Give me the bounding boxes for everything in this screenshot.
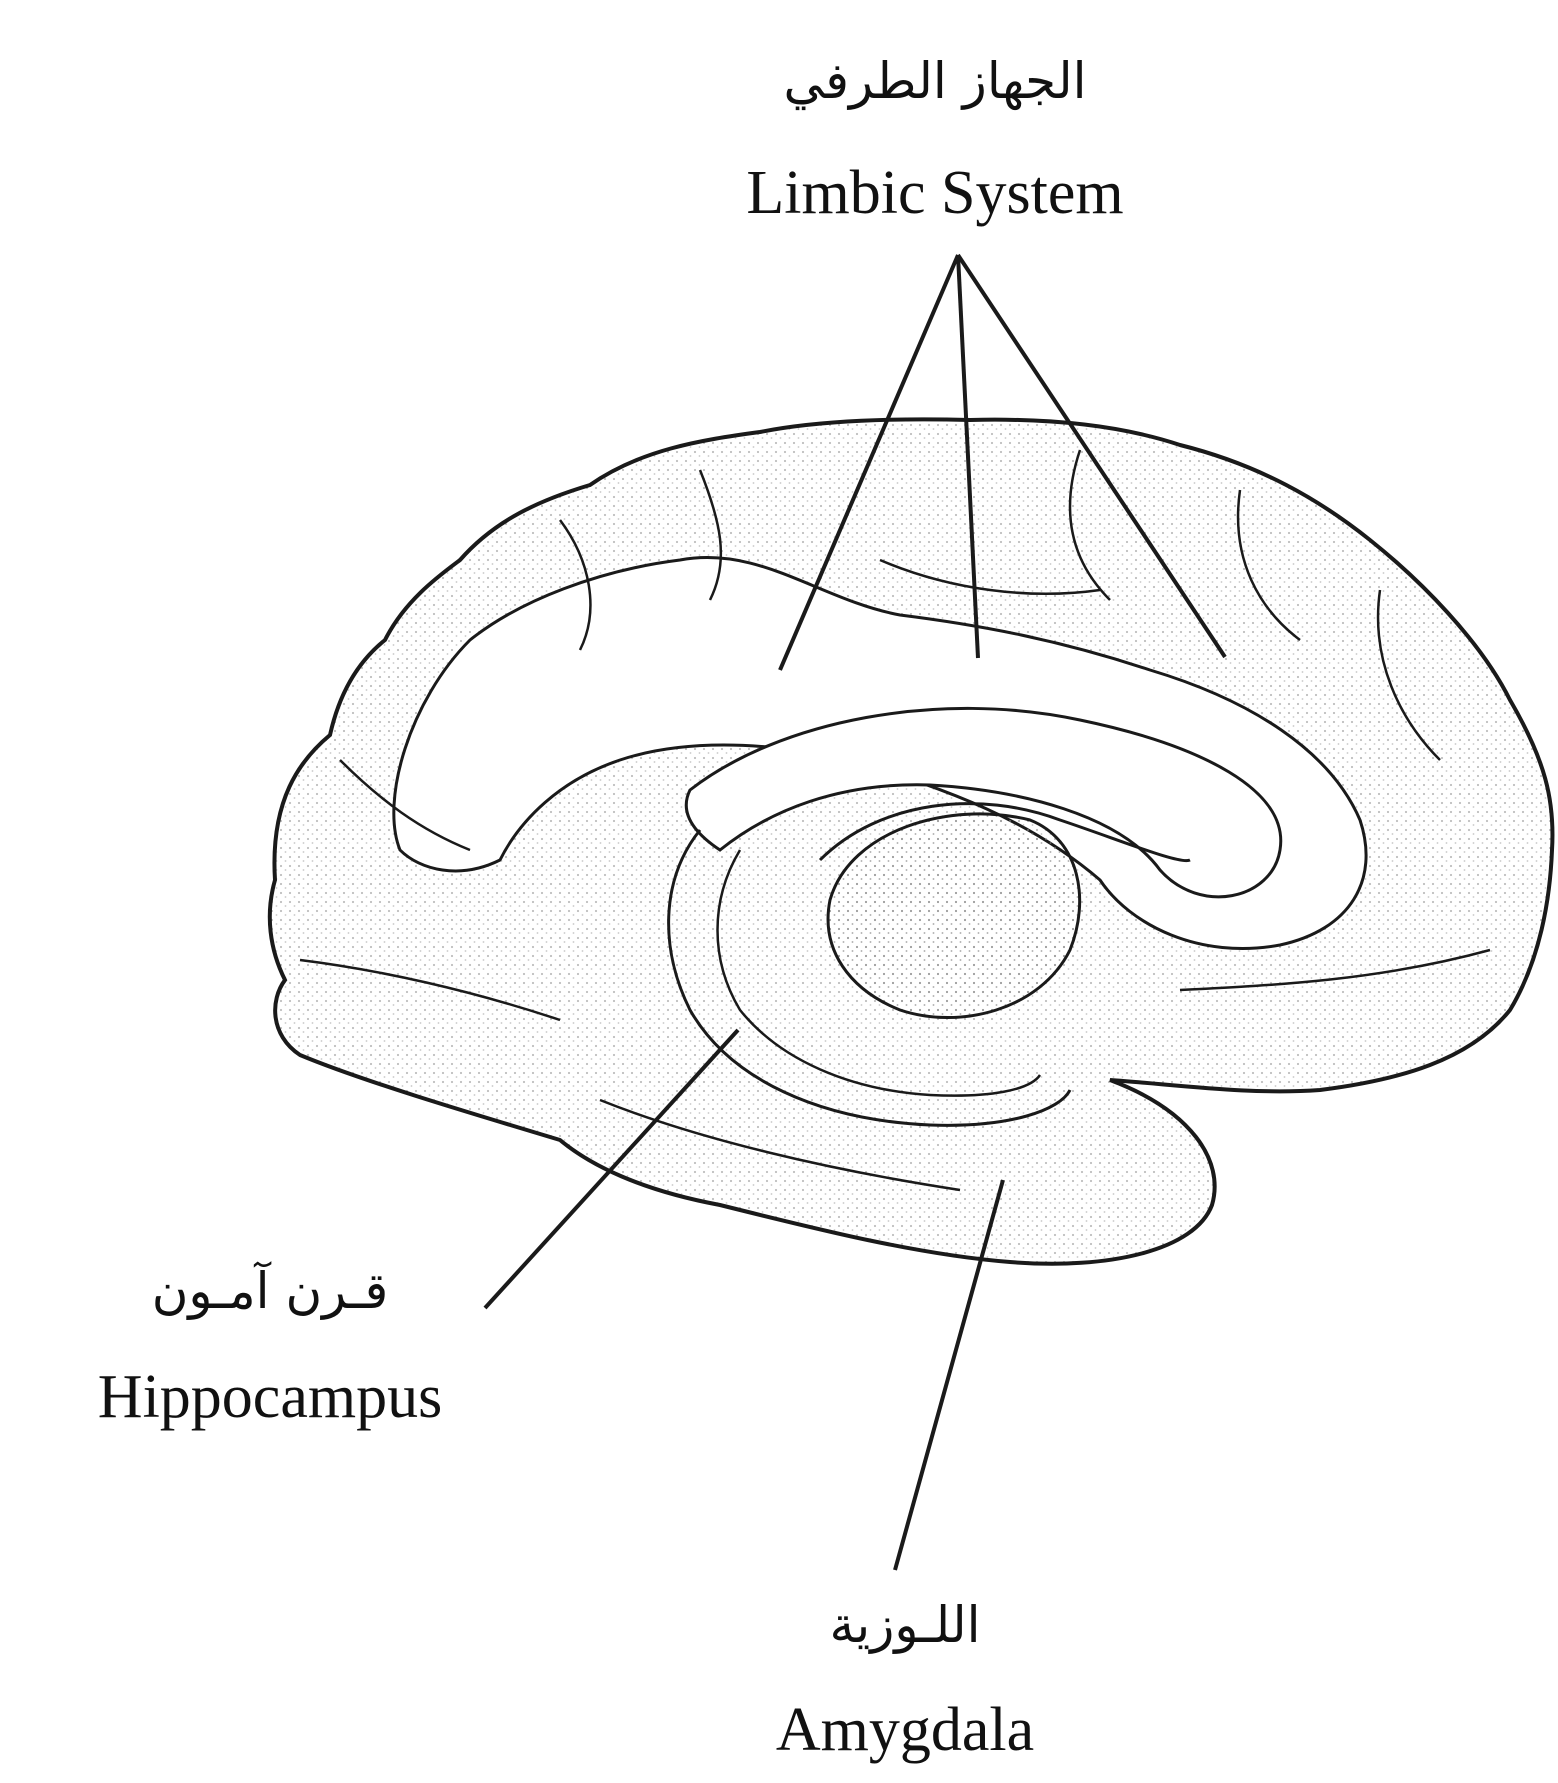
limbic-system-label: Limbic System bbox=[746, 158, 1123, 229]
limbic-system-label-arabic: الجهاز الطرفي bbox=[783, 52, 1086, 110]
amygdala-label: Amygdala bbox=[776, 1695, 1034, 1766]
hippocampus-label-arabic: قـرن آمـون bbox=[152, 1262, 389, 1320]
amygdala-label-arabic: اللـوزية bbox=[829, 1596, 980, 1654]
hippocampus-label: Hippocampus bbox=[98, 1362, 442, 1433]
